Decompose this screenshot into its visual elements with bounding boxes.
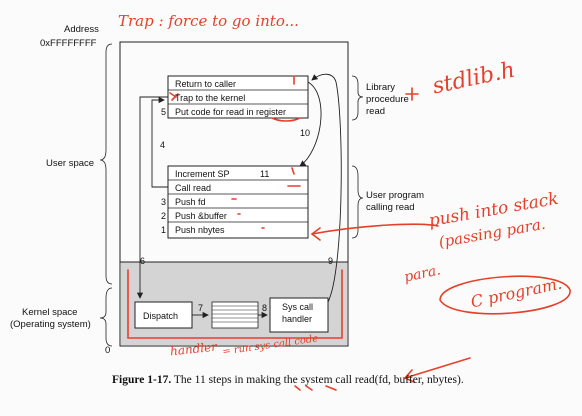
program-row-increment-sp: Increment SP	[175, 169, 230, 179]
library-step-5: 5	[161, 107, 167, 117]
arrow-step-9	[311, 73, 342, 303]
program-row-push-buffer: Push &buffer	[175, 211, 227, 221]
kernel-space-label: Kernel space	[22, 307, 78, 318]
address-label: Address	[64, 24, 99, 35]
address-zero-label: 0	[105, 345, 111, 356]
syscall-label-2: handler	[282, 314, 313, 324]
step-6-label: 6	[140, 256, 146, 266]
program-box	[167, 165, 309, 239]
memory-column	[119, 41, 349, 347]
program-row-push-fd: Push fd	[175, 197, 206, 207]
program-step-1: 1	[161, 225, 167, 235]
ink-strokes	[127, 75, 571, 391]
operating-system-label: (Operating system)	[10, 319, 91, 330]
figure-caption: Figure 1-17. The 11 steps in making the …	[112, 374, 464, 386]
library-row-trap: Trap to the kernel	[175, 93, 246, 103]
dispatch-table	[211, 301, 259, 329]
user-space-label: User space	[46, 158, 95, 169]
step-4-label: 4	[160, 140, 166, 150]
arrow-step-6	[136, 96, 168, 299]
program-row-push-nbytes: Push nbytes	[175, 225, 225, 235]
library-label-1: Library	[366, 82, 396, 93]
user-program-brace	[351, 165, 364, 239]
dispatch-box	[134, 301, 193, 329]
address-value: 0xFFFFFFFF	[40, 38, 97, 49]
syscall-handler-box	[269, 297, 329, 333]
arrow-step-10	[299, 81, 322, 167]
program-step-3: 3	[161, 197, 167, 207]
library-row-put-code: Put code for read in register	[175, 107, 287, 117]
step-10-label: 10	[300, 128, 311, 138]
library-row-return: Return to caller	[175, 79, 237, 89]
user-program-label-1: User program	[366, 190, 425, 201]
program-step-2: 2	[161, 211, 167, 221]
step-8-label: 8	[262, 303, 268, 313]
kernel-space-brace	[99, 287, 113, 347]
syscall-label-1: Sys call	[282, 302, 314, 312]
dispatch-label: Dispatch	[143, 311, 179, 321]
arrow-step-4	[151, 96, 168, 188]
program-row-call-read: Call read	[175, 183, 212, 193]
user-program-label-2: calling read	[366, 202, 415, 213]
step-7-label: 7	[198, 303, 204, 313]
library-brace	[351, 75, 364, 121]
step-9-label: 9	[328, 256, 334, 266]
library-label-2: procedure	[366, 94, 409, 105]
annotation-trap: Trap : force to go into...	[118, 12, 299, 30]
library-box	[167, 75, 309, 119]
program-step-11: 11	[260, 169, 270, 179]
figure-number: Figure 1-17.	[112, 374, 172, 386]
figure-text: The 11 steps in making the system call r…	[173, 374, 464, 386]
user-space-brace	[99, 43, 113, 285]
library-label-3: read	[366, 106, 386, 117]
